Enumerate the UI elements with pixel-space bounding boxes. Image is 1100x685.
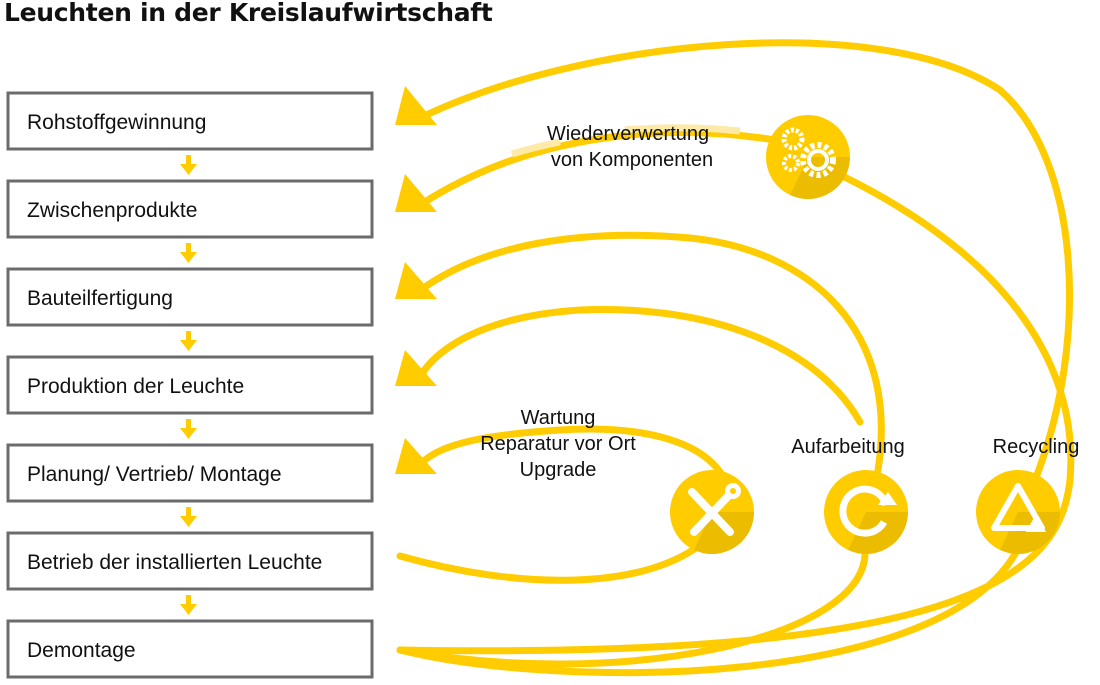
down-arrow: [180, 243, 197, 263]
aufarbeitung-label: Aufarbeitung: [791, 436, 904, 458]
stage-label: Demontage: [27, 639, 136, 662]
stage-box: Rohstoffgewinnung: [6, 91, 374, 151]
stage-box-frame: [6, 267, 374, 327]
stage-label: Zwischenprodukte: [27, 199, 197, 222]
wartung-upper-arc: [414, 425, 726, 479]
down-arrow: [180, 419, 197, 439]
aufarbeitung-arc-2: [414, 306, 864, 426]
wiederverwertung-label-line1: Wiederverwertung: [547, 123, 709, 145]
tools-icon: [670, 470, 755, 555]
aufarbeitung-arc-1: [414, 231, 885, 474]
arrowhead-zwischen: [395, 174, 437, 212]
recycle-icon: [976, 470, 1061, 555]
stage-label: Betrieb der installierten Leuchte: [27, 551, 322, 574]
stage-box: Demontage: [6, 619, 374, 679]
stage-label: Planung/ Vertrieb/ Montage: [27, 463, 282, 486]
arrowhead-produktion: [395, 350, 437, 386]
loop-arcs: [396, 39, 1075, 677]
loop-arrowheads: [395, 86, 437, 474]
stage-label: Rohstoffgewinnung: [27, 111, 206, 134]
stage-box: Planung/ Vertrieb/ Montage: [6, 443, 374, 503]
stage-box-frame: [6, 443, 374, 503]
stage-label: Bauteilfertigung: [27, 287, 173, 310]
stage-box-frame: [6, 179, 374, 239]
stage-box-frame: [6, 531, 374, 591]
stage-box: Betrieb der installierten Leuchte: [6, 531, 374, 591]
down-arrow: [180, 331, 197, 351]
stage-box: Zwischenprodukte: [6, 179, 374, 239]
wartung-lower-arc: [396, 541, 704, 584]
stage-box-frame: [6, 619, 374, 679]
refresh-icon: [824, 470, 909, 555]
aufarbeitung-lower-arc: [396, 551, 869, 668]
wartung-label-line2: Reparatur vor Ort: [480, 433, 636, 455]
wiederverwertung-label-line2: von Komponenten: [551, 149, 713, 171]
recycling-upper-arc: [416, 39, 1074, 484]
stage-list: RohstoffgewinnungZwischenprodukteBauteil…: [6, 91, 374, 679]
stage-box: Bauteilfertigung: [6, 267, 374, 327]
down-arrow: [180, 595, 197, 615]
diagram-title: Leuchten in der Kreislaufwirtschaft: [4, 0, 493, 27]
stage-label: Produktion der Leuchte: [27, 375, 244, 398]
wiederverwertung-arc-1: [396, 166, 1075, 655]
stage-box-frame: [6, 355, 374, 415]
arrowhead-planung: [395, 438, 437, 474]
down-arrow: [180, 155, 197, 175]
recycling-label: Recycling: [993, 436, 1080, 458]
wartung-label-line3: Upgrade: [520, 459, 597, 481]
wartung-label-line1: Wartung: [521, 407, 596, 429]
arc-highlights: [510, 124, 741, 158]
gears-icon: [766, 115, 850, 200]
arrowhead-bauteil: [395, 262, 437, 299]
flow-arrows: [180, 155, 197, 615]
stage-box-frame: [6, 91, 374, 151]
arrowhead-rohstoff: [395, 86, 437, 125]
wiederverwertung-arc-2: [416, 129, 779, 209]
stage-box: Produktion der Leuchte: [6, 355, 374, 415]
down-arrow: [180, 507, 197, 527]
